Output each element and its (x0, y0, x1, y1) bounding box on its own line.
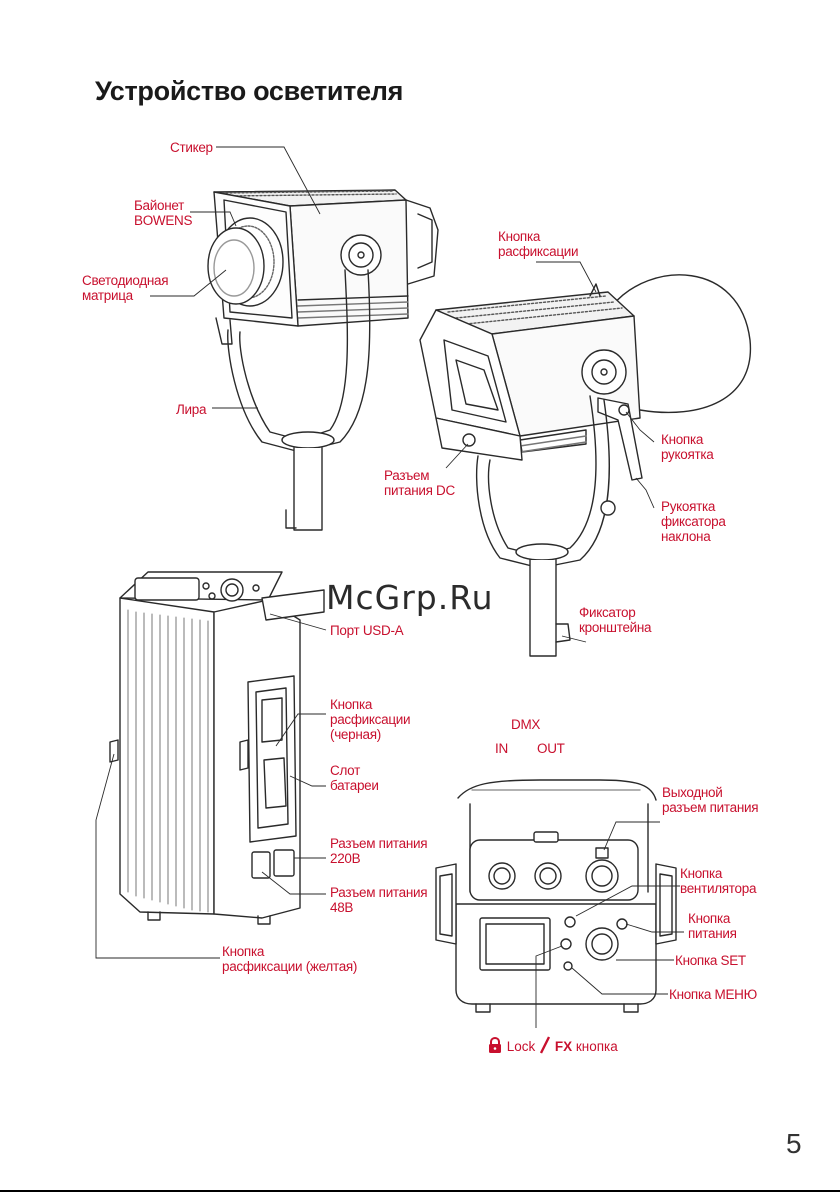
padlock-icon (489, 1036, 501, 1053)
page-title: Устройство осветителя (95, 76, 404, 106)
label-menu-button: Кнопка МЕНЮ (669, 987, 757, 1002)
watermark: McGrp.Ru (326, 578, 494, 617)
label-lock-fx: Lock FX кнопка (487, 1036, 618, 1054)
control-panel-illustration (435, 779, 677, 1013)
light-front-illustration (207, 189, 439, 531)
label-sticker: Стикер (170, 140, 213, 155)
fx-word: FX (554, 1039, 573, 1054)
label-dmx-in: IN (495, 741, 508, 756)
label-dmx: DMX (511, 717, 541, 732)
lock-word: Lock (506, 1039, 536, 1054)
fx-suffix: кнопка (575, 1039, 618, 1054)
power-supply-illustration (109, 571, 325, 925)
label-set-button: Кнопка SET (675, 953, 746, 968)
label-dmx-out: OUT (537, 741, 565, 756)
slash-divider (539, 1036, 551, 1054)
leader-lines (95, 146, 684, 1028)
label-yoke: Лира (176, 402, 207, 417)
page-number: 5 (786, 1128, 802, 1159)
bottom-rule (0, 1190, 840, 1192)
label-usb-port: Порт USD-A (330, 623, 404, 638)
light-rear-illustration (419, 274, 752, 657)
